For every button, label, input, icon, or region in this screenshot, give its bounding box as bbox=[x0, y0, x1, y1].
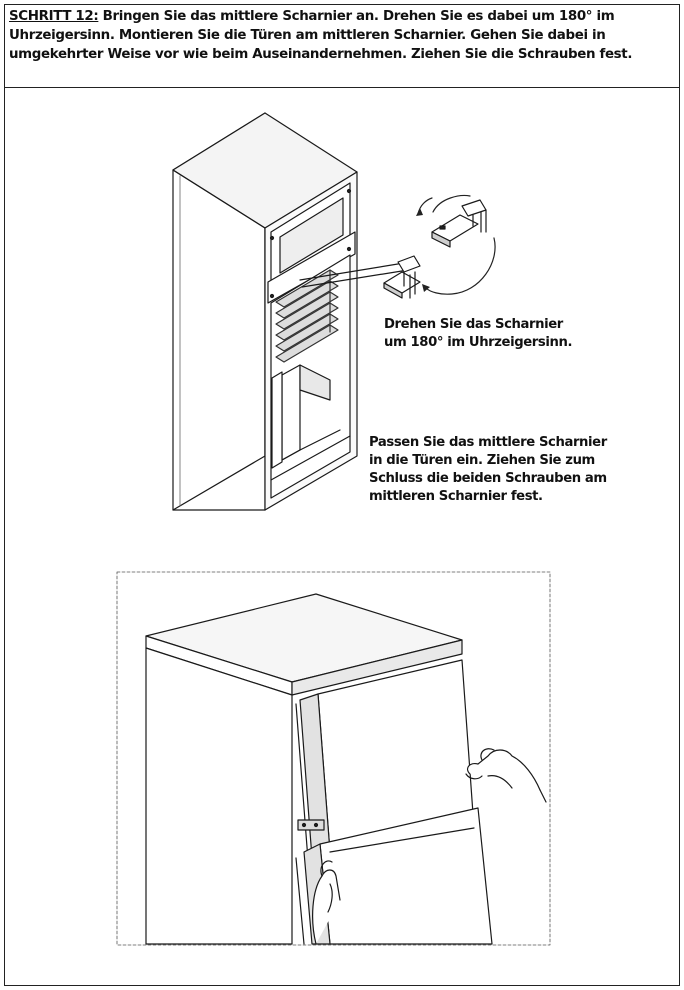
fit-callout-line-2: in die Türen ein. Ziehen Sie zum bbox=[369, 453, 595, 468]
instruction-line-2: Uhrzeigersinn. Montieren Sie die Türen a… bbox=[9, 28, 606, 43]
fit-callout-line-1: Passen Sie das mittlere Scharnier bbox=[369, 435, 607, 450]
instruction-line-1: SCHRITT 12: Bringen Sie das mittlere Sch… bbox=[9, 7, 676, 26]
step-instructions: SCHRITT 12: Bringen Sie das mittlere Sch… bbox=[4, 4, 680, 88]
rotate-callout-line-2: um 180° im Uhrzeigersinn. bbox=[384, 335, 573, 350]
middle-hinge-detail bbox=[383, 194, 496, 299]
instruction-line-3: umgekehrter Weise vor wie beim Auseinand… bbox=[9, 47, 633, 62]
instruction-text-1: Bringen Sie das mittlere Scharnier an. D… bbox=[102, 9, 615, 24]
rotate-callout-line-1: Drehen Sie das Scharnier bbox=[384, 317, 563, 332]
fit-callout-line-4: mittleren Scharnier fest. bbox=[369, 489, 543, 504]
page-frame bbox=[4, 4, 680, 986]
detail-frame bbox=[116, 571, 551, 946]
step-label: SCHRITT 12: bbox=[9, 9, 99, 24]
shelf-rails bbox=[275, 269, 339, 363]
rotate-hinge-callout: Drehen Sie das Scharnier um 180° im Uhrz… bbox=[384, 316, 614, 352]
fridge-doors-illustration bbox=[145, 593, 547, 945]
fit-callout-line-3: Schluss die beiden Schrauben am bbox=[369, 471, 607, 486]
fridge-cabinet-illustration bbox=[172, 112, 411, 511]
fit-hinge-callout: Passen Sie das mittlere Scharnier in die… bbox=[369, 434, 649, 506]
